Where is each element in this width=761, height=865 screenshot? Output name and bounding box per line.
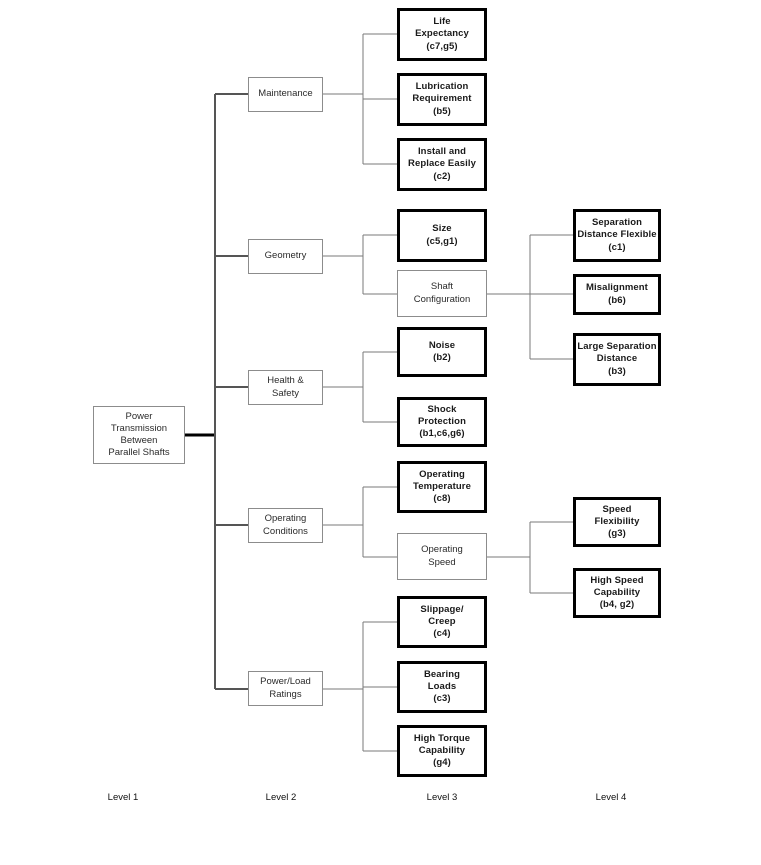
- node-label: Health & Safety: [267, 375, 304, 399]
- level-label-4: Level 4: [595, 792, 627, 803]
- node-noise[interactable]: Noise (b2): [397, 327, 487, 377]
- node-label: Large Separation Distance (b3): [577, 341, 657, 377]
- node-operating-conditions[interactable]: Operating Conditions: [248, 508, 323, 543]
- level-label-2: Level 2: [265, 792, 297, 803]
- node-label: Shaft Configuration: [413, 281, 471, 305]
- node-bearing-loads[interactable]: Bearing Loads (c3): [397, 661, 487, 713]
- node-label: Size (c5,g1): [426, 223, 458, 247]
- node-label: Geometry: [264, 250, 307, 262]
- level-label-3: Level 3: [426, 792, 458, 803]
- node-label: Operating Speed: [421, 544, 463, 568]
- node-large-separation-distance[interactable]: Large Separation Distance (b3): [573, 333, 661, 386]
- node-operating-temperature[interactable]: Operating Temperature (c8): [397, 461, 487, 513]
- node-health-safety[interactable]: Health & Safety: [248, 370, 323, 405]
- node-label: Install and Replace Easily (c2): [408, 146, 476, 182]
- node-label: Operating Conditions: [263, 513, 308, 537]
- node-operating-speed[interactable]: Operating Speed: [397, 533, 487, 580]
- node-label: Bearing Loads (c3): [423, 668, 461, 705]
- node-label: Misalignment (b6): [586, 282, 648, 306]
- node-separation-distance-flexible[interactable]: Separation Distance Flexible (c1): [573, 209, 661, 262]
- node-label: Shock Protection (b1,c6,g6): [418, 403, 466, 440]
- node-install-replace-easily[interactable]: Install and Replace Easily (c2): [397, 138, 487, 191]
- node-label: Separation Distance Flexible (c1): [577, 217, 657, 253]
- node-label: Maintenance: [258, 88, 313, 100]
- node-power-load-ratings[interactable]: Power/Load Ratings: [248, 671, 323, 706]
- node-root[interactable]: Power Transmission Between Parallel Shaf…: [93, 406, 185, 464]
- node-high-torque-capability[interactable]: High Torque Capability (g4): [397, 725, 487, 777]
- node-lubrication-requirement[interactable]: Lubrication Requirement (b5): [397, 73, 487, 126]
- node-speed-flexibility[interactable]: Speed Flexibility (g3): [573, 497, 661, 547]
- node-size[interactable]: Size (c5,g1): [397, 209, 487, 262]
- node-label: Lubrication Requirement (b5): [412, 81, 472, 117]
- node-label: Speed Flexibility (g3): [594, 503, 640, 540]
- node-geometry[interactable]: Geometry: [248, 239, 323, 274]
- node-misalignment[interactable]: Misalignment (b6): [573, 274, 661, 315]
- node-maintenance[interactable]: Maintenance: [248, 77, 323, 112]
- node-label: Power Transmission Between Parallel Shaf…: [108, 410, 170, 459]
- node-slippage-creep[interactable]: Slippage/ Creep (c4): [397, 596, 487, 648]
- node-label: Power/Load Ratings: [260, 676, 311, 700]
- node-shaft-configuration[interactable]: Shaft Configuration: [397, 270, 487, 317]
- node-label: Slippage/ Creep (c4): [420, 603, 464, 640]
- node-high-speed-capability[interactable]: High Speed Capability (b4, g2): [573, 568, 661, 618]
- node-label: Operating Temperature (c8): [413, 468, 471, 505]
- node-label: Noise (b2): [428, 339, 456, 363]
- node-label: Life Expectancy (c7,g5): [415, 16, 469, 52]
- node-label: High Torque Capability (g4): [413, 732, 471, 769]
- node-label: High Speed Capability (b4, g2): [590, 574, 644, 611]
- node-shock-protection[interactable]: Shock Protection (b1,c6,g6): [397, 397, 487, 447]
- level-label-1: Level 1: [107, 792, 139, 803]
- node-life-expectancy[interactable]: Life Expectancy (c7,g5): [397, 8, 487, 61]
